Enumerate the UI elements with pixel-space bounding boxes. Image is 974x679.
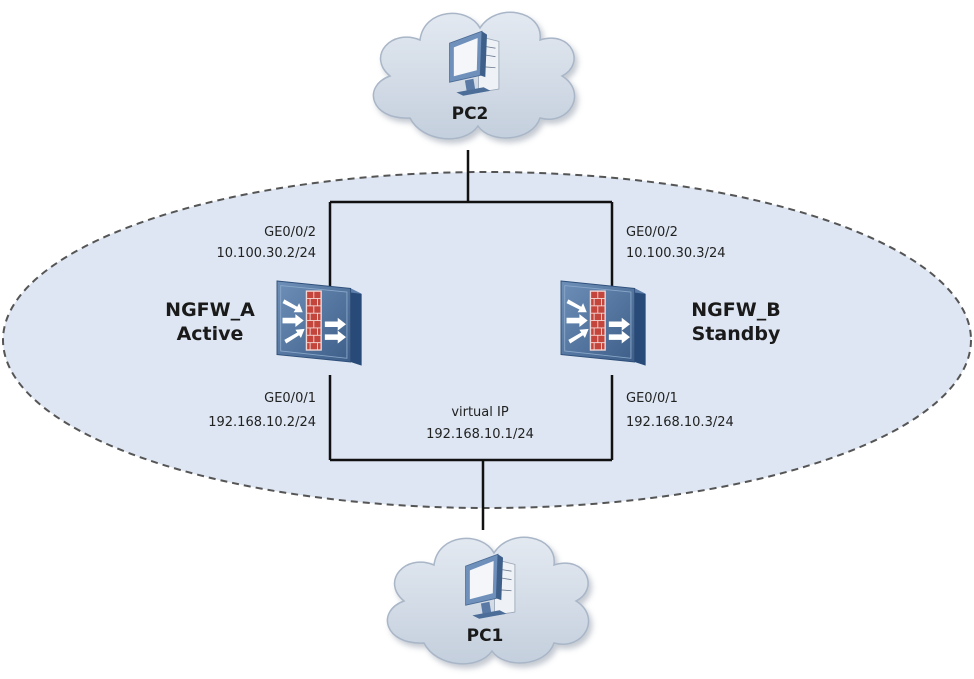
virtual-ip-label: virtual IP <box>451 405 509 420</box>
ngfw-a-role: Active <box>176 323 244 345</box>
virtual-ip-address: 192.168.10.1/24 <box>426 427 534 442</box>
ngfw-b-lower-interface: GE0/0/1 <box>626 391 678 406</box>
ngfw-a-firewall-icon[interactable] <box>276 280 363 367</box>
pc1-label: PC1 <box>466 626 504 646</box>
ngfw-a-upper-ip: 10.100.30.2/24 <box>216 246 317 261</box>
pc2-label: PC2 <box>451 104 489 124</box>
links <box>328 150 614 530</box>
ngfw-a-upper-interface: GE0/0/2 <box>264 225 316 240</box>
ngfw-b-firewall-icon[interactable] <box>560 280 647 367</box>
ngfw-b-lower-ip: 192.168.10.3/24 <box>626 415 734 430</box>
ngfw-a-lower-ip: 192.168.10.2/24 <box>208 415 316 430</box>
ngfw-b-role: Standby <box>691 323 781 345</box>
ngfw-a-name: NGFW_A <box>165 299 255 321</box>
ha-zone <box>2 171 972 509</box>
ngfw-b-name: NGFW_B <box>691 299 781 321</box>
ngfw-a-lower-interface: GE0/0/1 <box>264 391 316 406</box>
ngfw-b-upper-ip: 10.100.30.3/24 <box>626 246 726 261</box>
ngfw-b-upper-interface: GE0/0/2 <box>626 225 678 240</box>
